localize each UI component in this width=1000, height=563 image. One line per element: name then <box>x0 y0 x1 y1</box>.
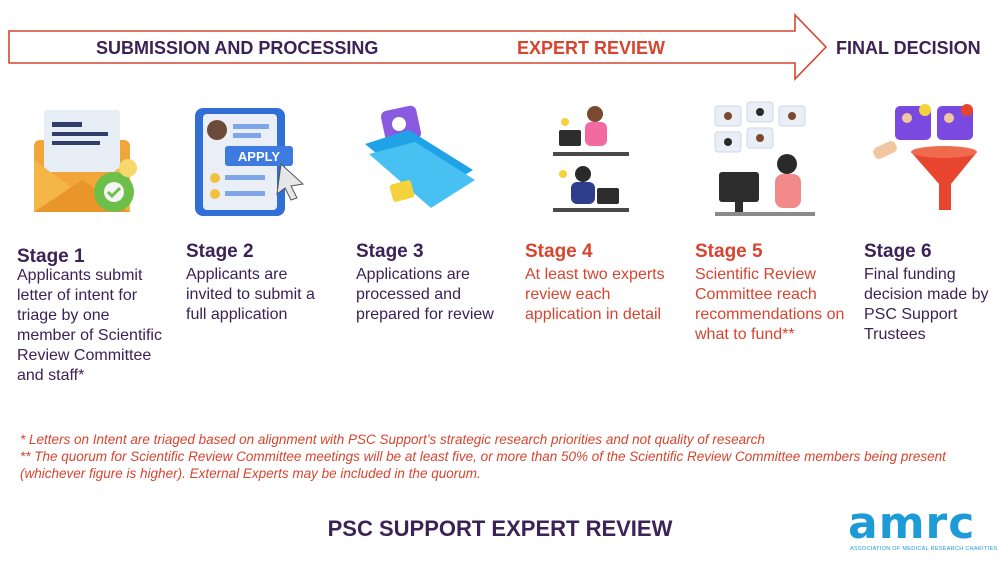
svg-text:APPLY: APPLY <box>238 149 280 164</box>
stage-1-description: Applicants submit letter of intent for t… <box>17 267 162 384</box>
stage-6-description: Final funding decision made by PSC Suppo… <box>864 266 989 343</box>
funnel-selection-icon <box>865 100 995 225</box>
phase-label-final-decision: FINAL DECISION <box>836 38 981 58</box>
phase-label-expert-review: EXPERT REVIEW <box>517 38 666 58</box>
stage-5-title: Stage 5 <box>695 241 763 262</box>
stage-6-title: Stage 6 <box>864 241 932 262</box>
footnote-quorum: ** The quorum for Scientific Review Comm… <box>20 449 946 481</box>
stage-2-description: Applicants are invited to submit a full … <box>186 266 315 323</box>
stage-4-description: At least two experts review each applica… <box>525 266 665 323</box>
stage-3-description: Applications are processed and prepared … <box>356 266 494 323</box>
process-arrow <box>8 13 828 81</box>
stage-2-title: Stage 2 <box>186 241 254 262</box>
phase-label-submission: SUBMISSION AND PROCESSING <box>96 38 379 58</box>
stage-1-title: Stage 1 <box>17 246 85 267</box>
footnote-letters-of-intent: * Letters on Intent are triaged based on… <box>20 432 765 447</box>
footer-title: PSC SUPPORT EXPERT REVIEW <box>327 516 673 541</box>
video-meeting-icon <box>695 100 825 225</box>
folder-icon <box>355 100 485 225</box>
stage-5-description: Scientific Review Committee reach recomm… <box>695 266 845 343</box>
envelope-letter-icon <box>16 100 146 225</box>
logo-wordmark: amrc <box>848 498 976 549</box>
amrc-logo: amrc ASSOCIATION OF MEDICAL RESEARCH CHA… <box>848 498 997 556</box>
logo-subtitle: ASSOCIATION OF MEDICAL RESEARCH CHARITIE… <box>850 546 998 552</box>
apply-form-icon: APPLY <box>185 100 315 225</box>
stage-4-title: Stage 4 <box>525 241 593 262</box>
stage-3-title: Stage 3 <box>356 241 424 262</box>
expert-reviewers-icon <box>525 100 655 225</box>
